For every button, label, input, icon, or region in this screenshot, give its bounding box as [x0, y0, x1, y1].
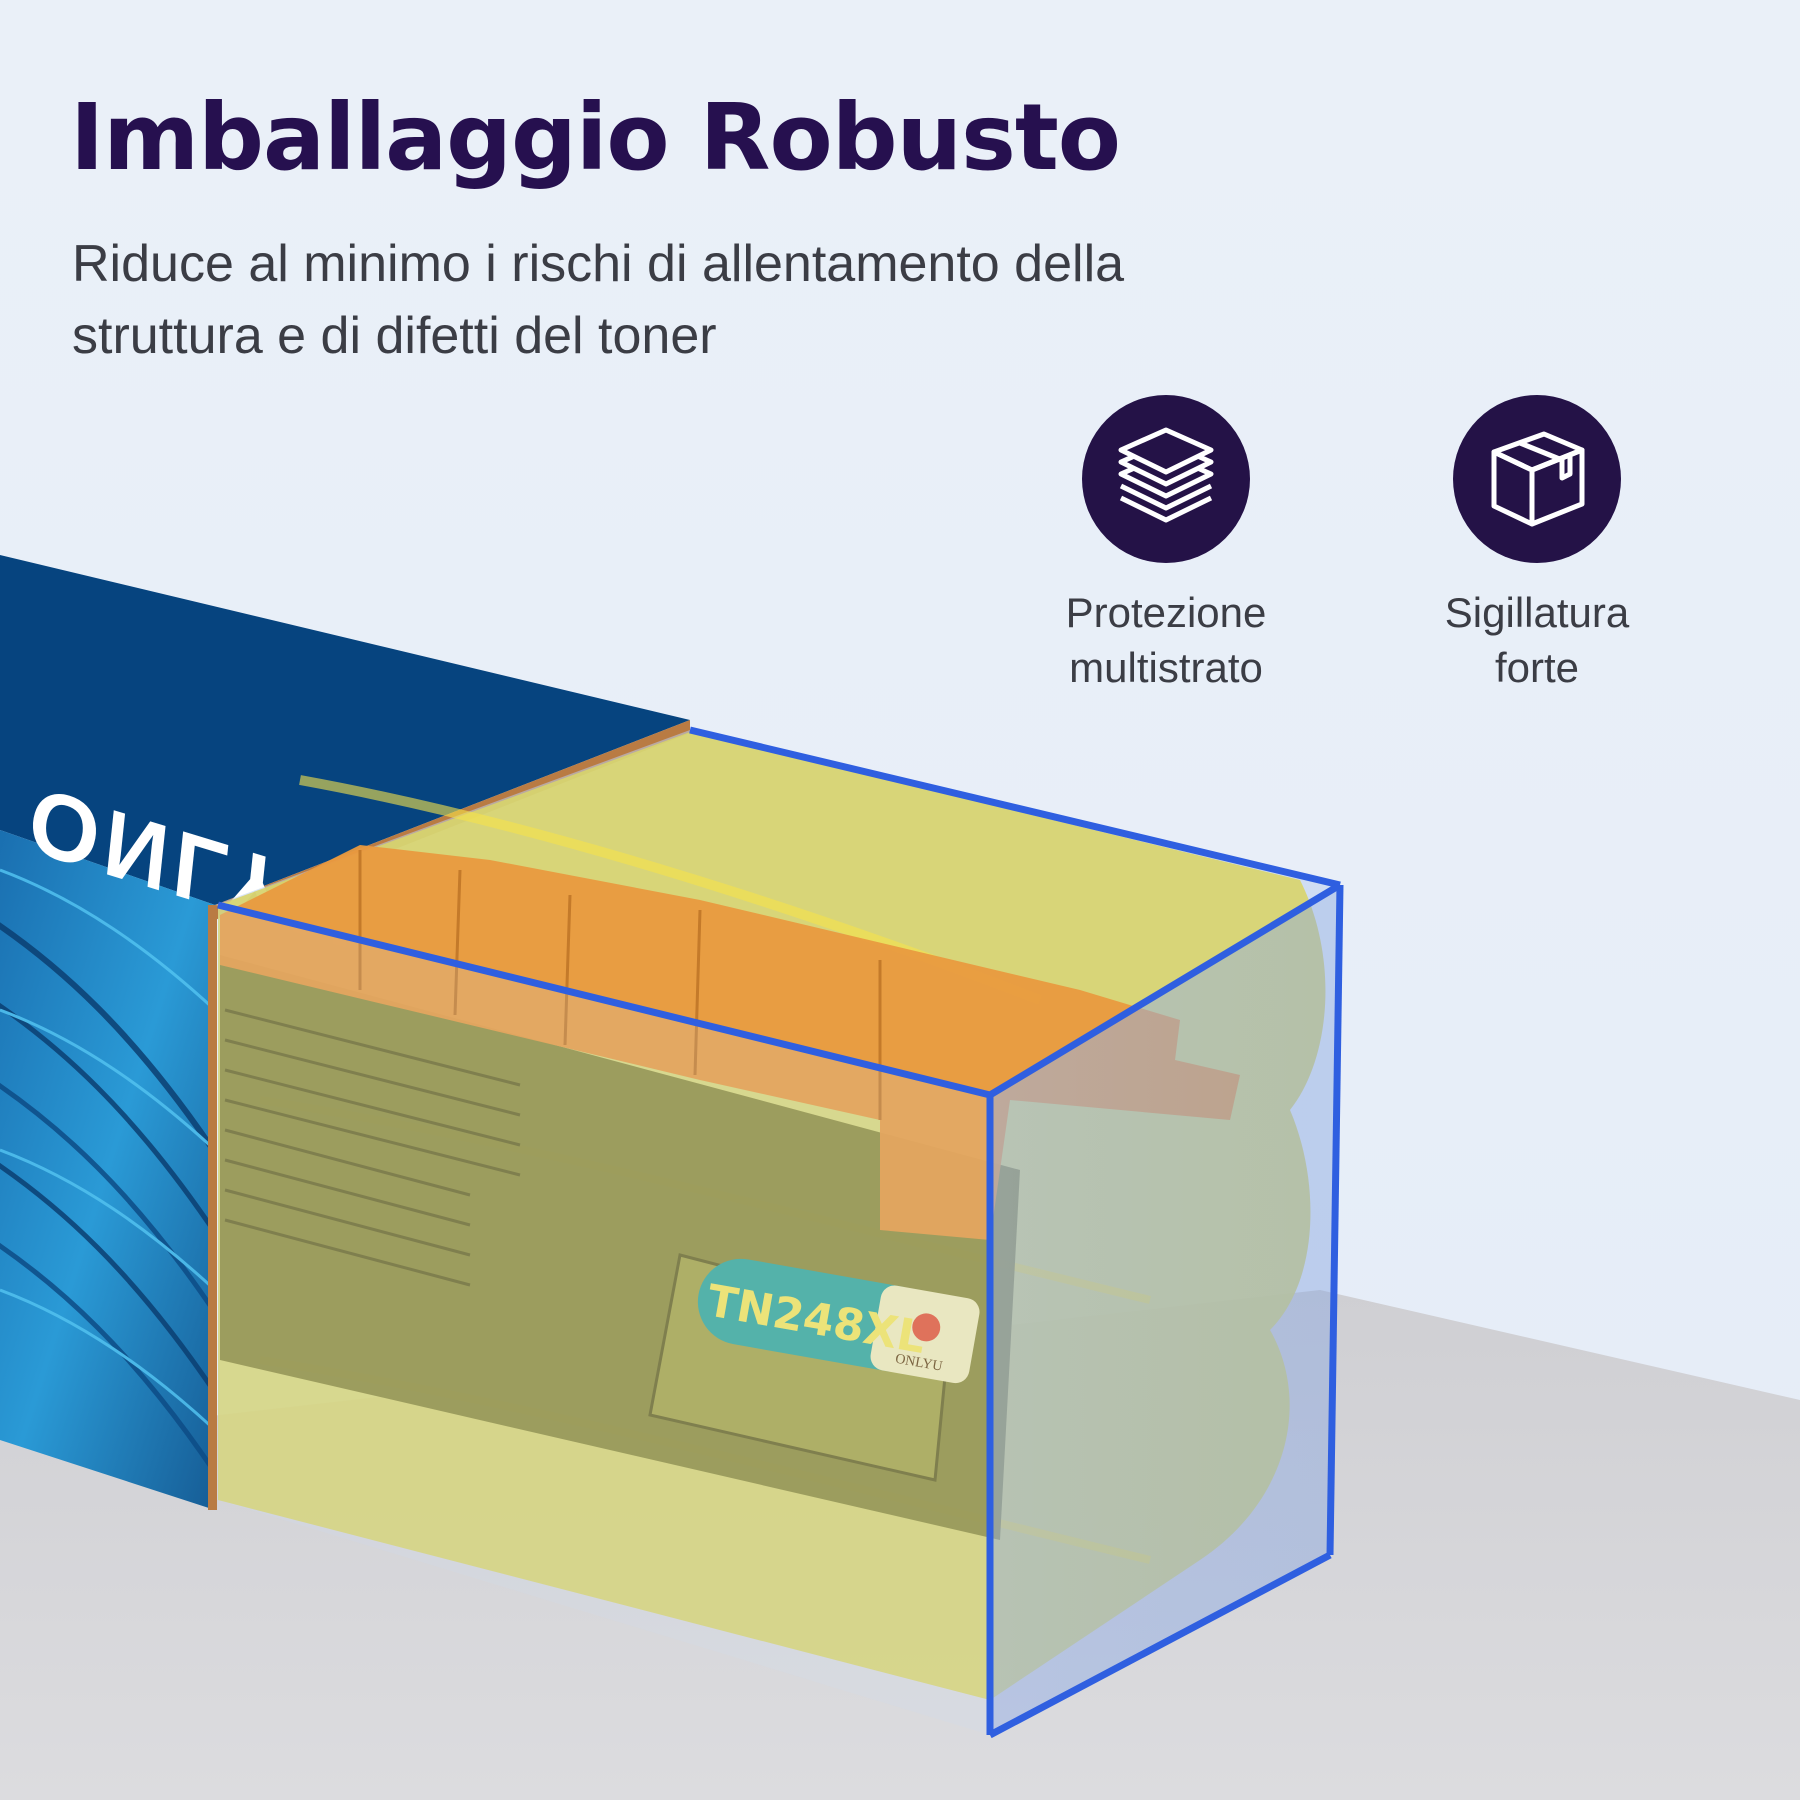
- package-icon: [1453, 395, 1621, 563]
- protective-case: TN248XL ONLYU: [215, 726, 1344, 1739]
- feature-label: Sigillatura forte: [1387, 585, 1687, 695]
- feature-label-line1: Protezione: [1065, 589, 1267, 636]
- case-side-face: [990, 885, 1340, 1735]
- cartridge-handle: [220, 845, 1240, 1240]
- feature-strong-sealing: Sigillatura forte: [1387, 395, 1687, 695]
- page-title: Imballaggio Robusto: [70, 84, 1121, 191]
- layers-icon: [1082, 395, 1250, 563]
- rooster-logo-icon: [912, 1313, 941, 1342]
- feature-label-line1: Sigillatura: [1444, 589, 1630, 636]
- page-subtitle: Riduce al minimo i rischi di allentament…: [72, 235, 1125, 365]
- box-top-panel: [0, 555, 690, 905]
- feature-label-line2: forte: [1494, 644, 1580, 691]
- feature-multilayer-protection: Protezione multistrato: [1016, 395, 1316, 695]
- case-front-face: [218, 905, 990, 1735]
- box-side-panel: [0, 830, 215, 1510]
- feather-pattern: [0, 868, 215, 1482]
- toner-cartridge: TN248XL ONLYU: [220, 845, 1240, 1540]
- box-edge: [208, 905, 217, 1510]
- feature-label: Protezione multistrato: [1016, 585, 1316, 695]
- model-sticker: TN248XL ONLYU: [697, 1258, 980, 1384]
- feature-label-line2: multistrato: [1069, 644, 1263, 691]
